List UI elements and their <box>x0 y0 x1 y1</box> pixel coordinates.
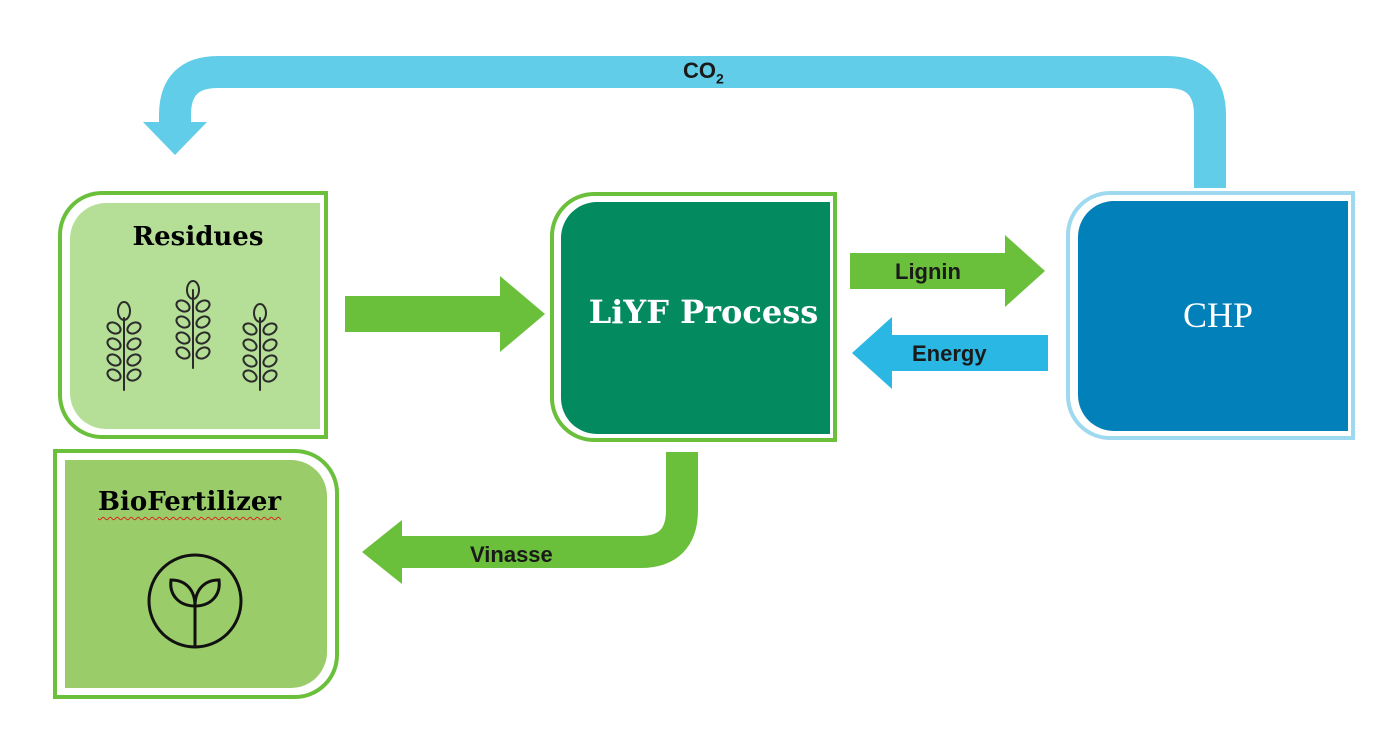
liyf-process-node-fill <box>561 202 830 434</box>
chp-node-fill <box>1078 201 1348 431</box>
residues-node-fill <box>70 203 320 429</box>
liyf-process-title: LiYF Process <box>588 293 819 331</box>
co2-label-text: CO <box>683 58 716 83</box>
energy-arrow <box>852 317 1048 389</box>
biofertilizer-node-fill <box>65 460 327 688</box>
co2-label: CO2 <box>683 58 724 86</box>
residues-to-liyf-arrow <box>345 276 545 352</box>
co2-label-subscript: 2 <box>716 70 724 87</box>
biofertilizer-title: BioFertilizer <box>98 487 282 517</box>
vinasse-label: Vinasse <box>470 542 553 567</box>
lignin-label: Lignin <box>895 259 961 284</box>
vinasse-arrow <box>362 452 698 584</box>
lignin-arrow <box>850 235 1045 307</box>
chp-title: CHP <box>1182 295 1254 335</box>
residues-title: Residues <box>132 222 264 252</box>
energy-label: Energy <box>912 341 987 366</box>
co2-arrow <box>143 56 1226 188</box>
